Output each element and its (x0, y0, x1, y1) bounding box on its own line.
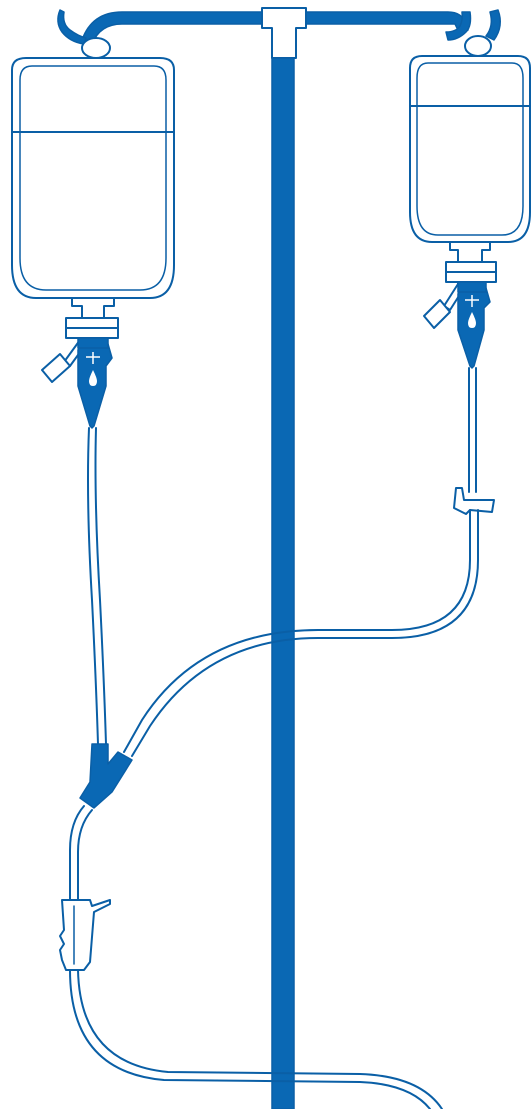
bag-port (72, 298, 114, 318)
drip-chamber-icon (78, 338, 112, 428)
tubing-left (88, 428, 106, 744)
spike-collar-2 (446, 272, 496, 282)
slide-clamp-right (454, 488, 494, 514)
drip-chamber-icon (458, 282, 490, 368)
drip-chamber-top-right (458, 282, 486, 292)
tubing-right (469, 368, 476, 492)
spike-collar (446, 262, 496, 272)
spike-collar-2 (66, 328, 118, 338)
iv-bag-right (410, 56, 530, 290)
left-bag-ring (82, 38, 110, 58)
y-connector (80, 744, 132, 808)
slide-clamp-icon (454, 488, 494, 514)
pole-left-hook (58, 10, 86, 44)
spike-collar (66, 318, 118, 328)
iv-bag-left (12, 58, 174, 346)
pole-right-hook-tip (486, 10, 500, 40)
tubing-lower (70, 806, 92, 900)
tubing-patient (70, 970, 442, 1109)
roller-clamp-icon (60, 900, 110, 970)
drip-chamber-top-left (78, 338, 108, 348)
roller-clamp (60, 900, 110, 970)
y-connector-icon (80, 744, 132, 808)
pole-shaft (272, 58, 294, 1109)
pole-t-joint (262, 8, 306, 58)
right-bag-ring (465, 36, 491, 56)
iv-bag-icon (410, 56, 530, 242)
bag-port (450, 242, 490, 262)
iv-bag-icon (12, 58, 174, 298)
tubing-secondary (124, 510, 478, 756)
